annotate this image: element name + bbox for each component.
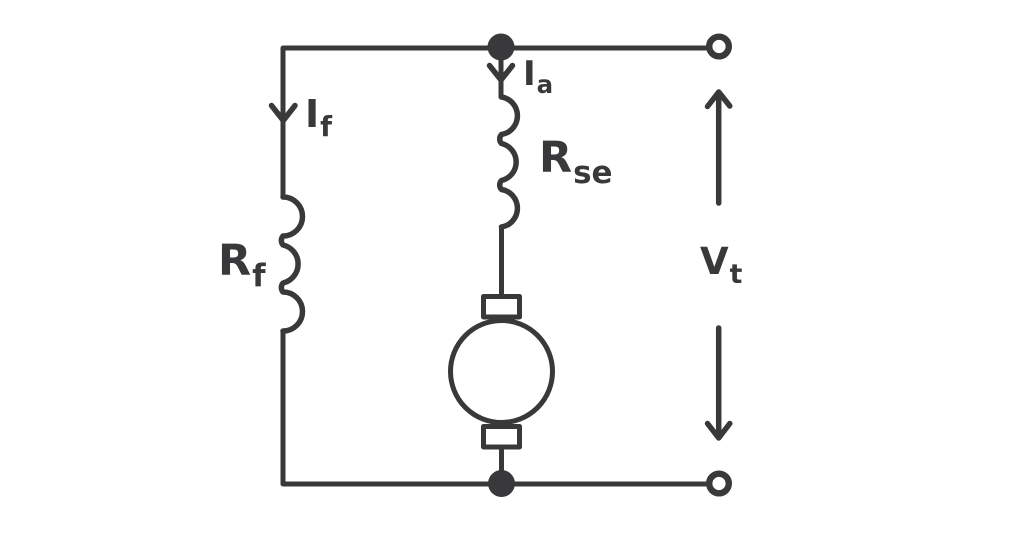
wire-bottom-left [280, 328, 709, 487]
label-armature-current: Ia [523, 57, 553, 98]
series-field-coil [497, 94, 521, 230]
label-terminal-voltage: Vt [700, 243, 742, 289]
label-sub: f [320, 112, 333, 144]
wire-top-left [280, 45, 709, 200]
motor-brush-bottom-icon [481, 424, 522, 450]
field-current-arrow-icon [268, 102, 298, 124]
label-main: I [305, 92, 320, 136]
armature-current-arrow-icon [486, 62, 516, 83]
junction-dot-bottom-icon [488, 470, 515, 497]
motor-brush-top-icon [481, 294, 522, 320]
label-sub: a [536, 70, 554, 100]
label-main: R [539, 133, 573, 183]
terminal-top-right-icon [706, 33, 733, 60]
label-main: R [218, 236, 252, 286]
motor-armature-circle-icon [448, 318, 555, 425]
terminal-bottom-right-icon [706, 470, 733, 497]
label-field-current: If [305, 95, 332, 142]
label-main: I [523, 54, 536, 94]
junction-dot-top-icon [487, 33, 515, 61]
label-sub: f [252, 257, 266, 294]
voltage-arrow-up-head-icon [704, 89, 733, 110]
shunt-field-coil [278, 194, 306, 334]
label-series-field-resistance: Rse [539, 137, 613, 188]
label-sub: se [573, 154, 613, 191]
voltage-arrow-down-head-icon [704, 420, 733, 441]
label-shunt-field-resistance: Rf [218, 240, 266, 291]
label-main: V [700, 240, 729, 283]
label-sub: t [729, 259, 743, 291]
